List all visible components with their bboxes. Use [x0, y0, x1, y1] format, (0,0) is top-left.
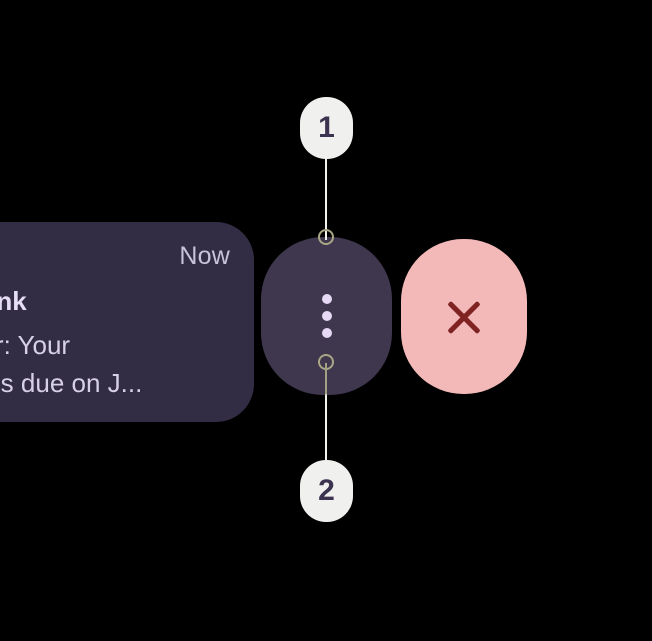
- callout-badge-2[interactable]: 2: [300, 460, 353, 522]
- notification-timestamp: Now: [179, 242, 230, 270]
- callout-badge-1[interactable]: 1: [300, 97, 353, 159]
- close-x-icon: [443, 296, 485, 338]
- callout-leader-line-1: [325, 158, 327, 240]
- notification-body: der: Your nt is due on J...: [0, 330, 143, 398]
- notification-title: bank: [0, 286, 27, 316]
- dot-3: [321, 328, 332, 338]
- dismiss-button[interactable]: [401, 239, 527, 394]
- dot-1: [321, 294, 332, 304]
- callout-anchor-ring-1: [318, 229, 334, 245]
- callout-leader-line-2: [325, 363, 327, 462]
- dot-2: [321, 311, 332, 321]
- notification-card[interactable]: Now bank der: Your nt is due on J...: [0, 222, 254, 422]
- three-dots-vertical-icon: [321, 294, 332, 338]
